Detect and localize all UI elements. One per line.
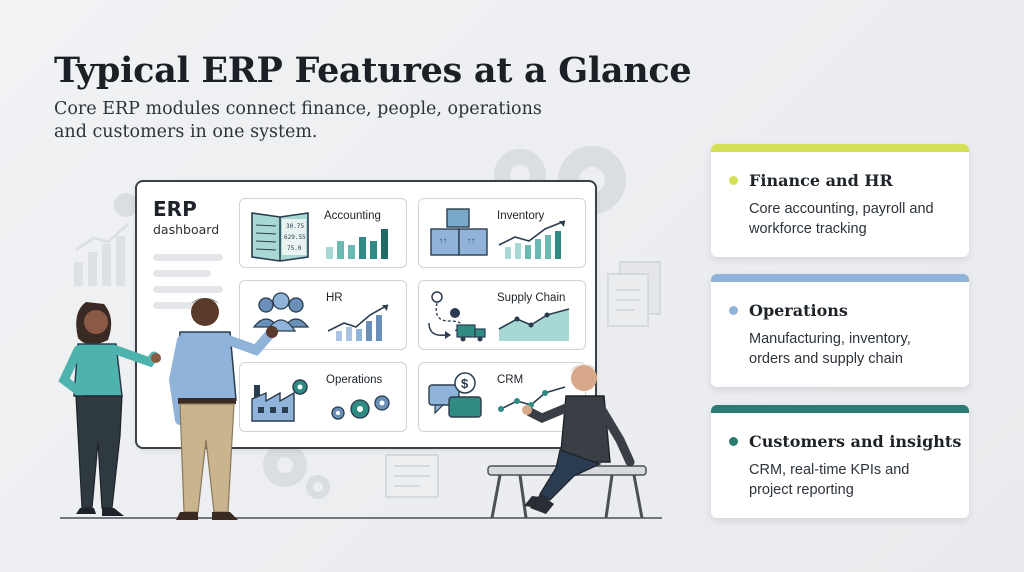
placeholder-line	[153, 254, 223, 261]
module-label-inventory: Inventory	[497, 210, 545, 222]
feature-card-finance-hr: Finance and HR Core accounting, payroll …	[711, 144, 969, 257]
module-tile-inventory[interactable]: Inventory ↑↑ ↑↑	[418, 198, 586, 268]
page-subtitle: Core ERP modules connect finance, people…	[54, 99, 542, 142]
feature-card-operations: Operations Manufacturing, inventory, ord…	[711, 274, 969, 387]
card-description: CRM, real-time KPIs and project reportin…	[749, 462, 910, 498]
chat-dollar-icon: $	[428, 372, 566, 418]
module-tile-hr[interactable]: HR	[239, 280, 407, 350]
svg-text:↑↑: ↑↑	[467, 236, 475, 245]
factory-icon	[251, 379, 390, 422]
module-tile-supply-chain[interactable]: Supply Chain	[418, 280, 586, 350]
card-title: Finance and HR	[749, 171, 893, 190]
document-icon	[607, 261, 661, 327]
card-accent-bar	[711, 405, 969, 413]
placeholder-line	[153, 302, 209, 309]
module-label-operations: Operations	[326, 374, 383, 386]
ledger-book-icon: 30.75 629.55 75.0	[251, 212, 388, 262]
scatter-chart-icon	[498, 386, 566, 412]
gear-icon	[331, 395, 390, 420]
area-chart-icon	[498, 308, 570, 341]
erp-dashboard-panel: ERP dashboard Accounting 30.75 629.55 75…	[135, 180, 597, 449]
module-label-crm: CRM	[497, 374, 524, 386]
module-tile-operations[interactable]: Operations	[239, 362, 407, 432]
module-label-supply-chain: Supply Chain	[497, 292, 566, 304]
module-label-accounting: Accounting	[324, 210, 381, 222]
boxes-icon: ↑↑ ↑↑	[430, 208, 566, 259]
people-group-icon	[252, 292, 389, 341]
module-tile-crm[interactable]: CRM $	[418, 362, 586, 432]
bar-chart-icon	[74, 236, 125, 286]
svg-text:↑↑: ↑↑	[439, 236, 447, 245]
card-title: Customers and insights	[749, 432, 962, 451]
card-accent-bar	[711, 144, 969, 152]
bullet-dot-icon	[729, 306, 738, 315]
placeholder-line	[153, 270, 211, 277]
bullet-dot-icon	[729, 437, 738, 446]
ledger-number: 75.0	[287, 245, 302, 252]
feature-card-customers-insights: Customers and insights CRM, real-time KP…	[711, 405, 969, 518]
module-label-hr: HR	[326, 292, 343, 304]
card-description: Core accounting, payroll and workforce t…	[749, 201, 934, 237]
ledger-number: 30.75	[286, 223, 304, 230]
line-chart-icon	[498, 220, 566, 259]
ledger-number: 629.55	[284, 234, 306, 241]
card-description: Manufacturing, inventory, orders and sup…	[749, 331, 911, 367]
card-title: Operations	[749, 301, 848, 320]
placeholder-line	[153, 286, 223, 293]
page-title: Typical ERP Features at a Glance	[54, 50, 692, 91]
dashboard-title: ERP	[153, 197, 197, 221]
svg-text:$: $	[461, 376, 469, 391]
dashboard-subtitle: dashboard	[153, 222, 220, 237]
bar-chart-icon	[326, 229, 388, 259]
bullet-dot-icon	[729, 176, 738, 185]
card-accent-bar	[711, 274, 969, 282]
form-icon	[385, 454, 439, 498]
line-chart-icon	[327, 304, 389, 341]
module-tile-accounting[interactable]: Accounting 30.75 629.55 75.0	[239, 198, 407, 268]
delivery-route-icon	[428, 291, 570, 342]
